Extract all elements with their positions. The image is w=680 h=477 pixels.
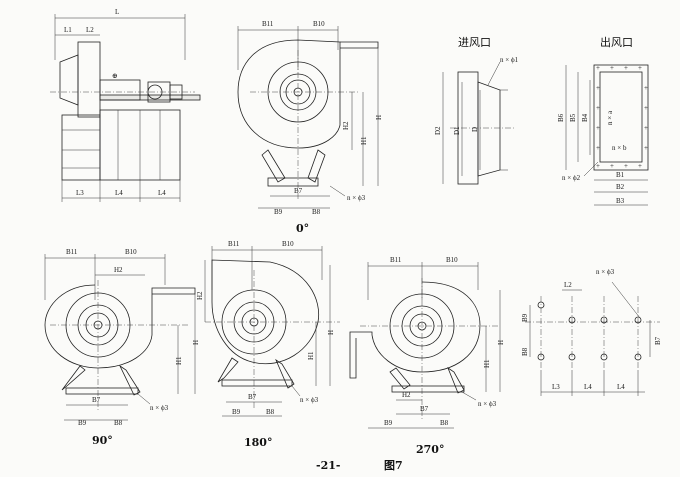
dim-B2: B2 [616,183,625,191]
label-nphi1: n × ϕ1 [500,56,519,64]
dim-B10-90: B10 [125,248,137,256]
outlet-flange: 出风口 + + + + + + + + + + + + + + + + B6 B5 B4 n × a… [557,35,649,206]
dim-B7-180: B7 [248,393,257,401]
label-nphi3-90: n × ϕ3 [150,404,169,412]
svg-text:+: + [596,144,600,152]
dim-H1-180: H1 [307,351,315,360]
dim-H2-270: H2 [402,391,411,399]
label-n-b: n × b [612,144,627,152]
dim-L2-plan: L2 [564,281,572,289]
dim-L4-plan-a: L4 [584,383,592,391]
caption-270deg: 270° [416,443,444,456]
svg-text:+: + [644,104,648,112]
inlet-flange: 进风口 D2 D1 D n × ϕ1 [434,36,519,185]
label-nphi3-0: n × ϕ3 [347,194,366,202]
svg-text:+: + [596,162,600,170]
dim-H1-270: H1 [483,359,491,368]
svg-text:⊕: ⊕ [112,72,118,80]
outlet-title: 出风口 [600,35,633,49]
dim-B8-0: B8 [312,208,321,216]
svg-text:+: + [596,124,600,132]
dim-B9-90: B9 [78,419,87,427]
dim-L2: L2 [86,26,94,34]
svg-text:+: + [596,64,600,72]
dim-L3: L3 [76,189,84,197]
dim-B7-90: B7 [92,396,101,404]
side-view: L L1 L2 ⊕ L3 L4 L4 [50,8,201,202]
svg-text:+: + [644,84,648,92]
front-view-90deg: B11 B10 H2 H H1 B7 B9 B8 n × ϕ3 90° [44,248,200,447]
dim-B6: B6 [557,113,565,122]
svg-text:+: + [596,84,600,92]
svg-text:+: + [624,64,628,72]
dim-B1: B1 [616,171,625,179]
dim-B7-0: B7 [294,187,303,195]
label-n-a: n × a [606,110,614,125]
dim-B10-180: B10 [282,240,294,248]
svg-text:+: + [624,162,628,170]
dim-B3: B3 [616,197,625,205]
dim-L1: L1 [64,26,72,34]
dim-B11-270: B11 [390,256,402,264]
dim-B10: B10 [313,20,325,28]
dim-H2-90: H2 [114,266,123,274]
svg-text:+: + [610,64,614,72]
front-view-180deg: B11 B10 H2 H H1 B7 B9 B8 n × ϕ3 180° [196,240,340,449]
dim-B9-270: B9 [384,419,393,427]
figure-label: 图7 [384,459,403,472]
label-nphi2: n × ϕ2 [562,174,581,182]
dim-B11-90: B11 [66,248,78,256]
inlet-title: 进风口 [458,36,491,49]
caption-90deg: 90° [92,434,113,447]
outlet-bolt-holes: + + + + + + + + + + + + + + + + [596,64,648,170]
page-number: -21- [316,459,340,472]
dim-L: L [115,8,119,16]
dim-L4-a: L4 [115,189,123,197]
dim-B9-180: B9 [232,408,241,416]
dim-B5: B5 [569,113,577,122]
dim-B4: B4 [581,113,589,122]
foundation-bolt-plan: L2 n × ϕ3 B9 B8 B7 L3 L4 L4 [521,268,662,396]
dim-B8-270: B8 [440,419,449,427]
dim-B11-180: B11 [228,240,240,248]
dim-H-90: H [192,340,200,345]
dim-B9-0: B9 [274,208,283,216]
dim-L4-b: L4 [158,189,166,197]
dim-H1-0: H1 [360,136,368,145]
dim-B7-plan: B7 [654,336,662,345]
dim-B10-270: B10 [446,256,458,264]
dim-H-0: H [375,115,383,120]
dim-B9-plan: B9 [521,313,529,322]
dim-B8-plan: B8 [521,347,529,356]
label-nphi3-270: n × ϕ3 [478,400,497,408]
dim-H1-90: H1 [175,356,183,365]
caption-180deg: 180° [244,436,272,449]
dim-L4-plan-b: L4 [617,383,625,391]
front-view-270deg: B11 B10 H H1 H2 B7 B9 B8 n × ϕ3 270° [349,256,505,456]
label-nphi3-plan: n × ϕ3 [596,268,615,276]
dim-D: D [471,127,479,132]
svg-text:+: + [610,162,614,170]
svg-text:+: + [638,64,642,72]
dim-H-180: H [327,330,335,335]
svg-text:+: + [644,124,648,132]
dim-H-270: H [497,340,505,345]
dim-L3-plan: L3 [552,383,560,391]
label-nphi3-180: n × ϕ3 [300,396,319,404]
svg-text:+: + [596,104,600,112]
dim-B8-90: B8 [114,419,123,427]
dim-H2-0: H2 [342,121,350,130]
caption-0deg: 0° [296,222,309,235]
dim-B11: B11 [262,20,274,28]
dim-H2-180: H2 [196,291,204,300]
dim-B8-180: B8 [266,408,275,416]
svg-text:+: + [638,162,642,170]
bolt-holes [537,301,642,361]
dim-D1: D1 [453,126,461,135]
svg-text:+: + [644,144,648,152]
dim-D2: D2 [434,126,442,135]
dim-B7-270: B7 [420,405,429,413]
front-view-0deg: B11 B10 H H1 H2 B7 B9 B8 n × ϕ3 0° [237,20,383,235]
